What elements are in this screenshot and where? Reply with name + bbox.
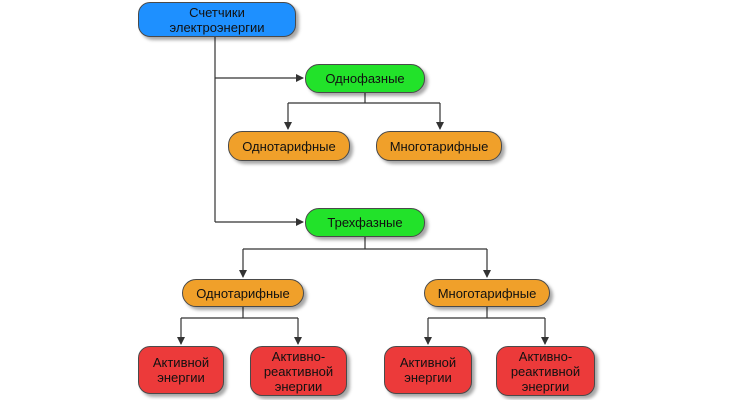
node-multi-tariff-active-reactive-energy-label: Активно- реактивной энергии: [510, 348, 581, 394]
node-single-phase-single-tariff: Однотарифные: [228, 131, 350, 161]
node-single-phase-label: Однофазные: [325, 71, 405, 86]
node-three-phase-single-tariff: Однотарифные: [182, 279, 304, 307]
node-three-phase: Трехфазные: [305, 208, 425, 237]
node-multi-tariff-active-energy: Активной энергии: [384, 346, 472, 394]
node-single-tariff-active-reactive-energy-label: Активно- реактивной энергии: [263, 348, 334, 394]
node-single-phase-single-tariff-label: Однотарифные: [242, 138, 336, 154]
node-multi-tariff-active-reactive-energy: Активно- реактивной энергии: [496, 346, 595, 396]
node-three-phase-label: Трехфазные: [327, 215, 403, 230]
node-three-phase-single-tariff-label: Однотарифные: [196, 285, 290, 301]
node-single-tariff-active-energy-label: Активной энергии: [152, 355, 210, 385]
node-electricity-meters: Счетчики электроэнергии: [138, 2, 296, 37]
node-single-tariff-active-energy: Активной энергии: [138, 346, 224, 394]
node-single-phase-multi-tariff-label: Многотарифные: [389, 138, 489, 154]
node-three-phase-multi-tariff-label: Многотарифные: [437, 285, 537, 301]
node-single-phase-multi-tariff: Многотарифные: [376, 131, 502, 161]
node-single-phase: Однофазные: [305, 64, 425, 93]
node-electricity-meters-label: Счетчики электроэнергии: [169, 4, 265, 35]
node-single-tariff-active-reactive-energy: Активно- реактивной энергии: [250, 346, 347, 396]
node-three-phase-multi-tariff: Многотарифные: [424, 279, 550, 307]
node-multi-tariff-active-energy-label: Активной энергии: [399, 355, 457, 385]
